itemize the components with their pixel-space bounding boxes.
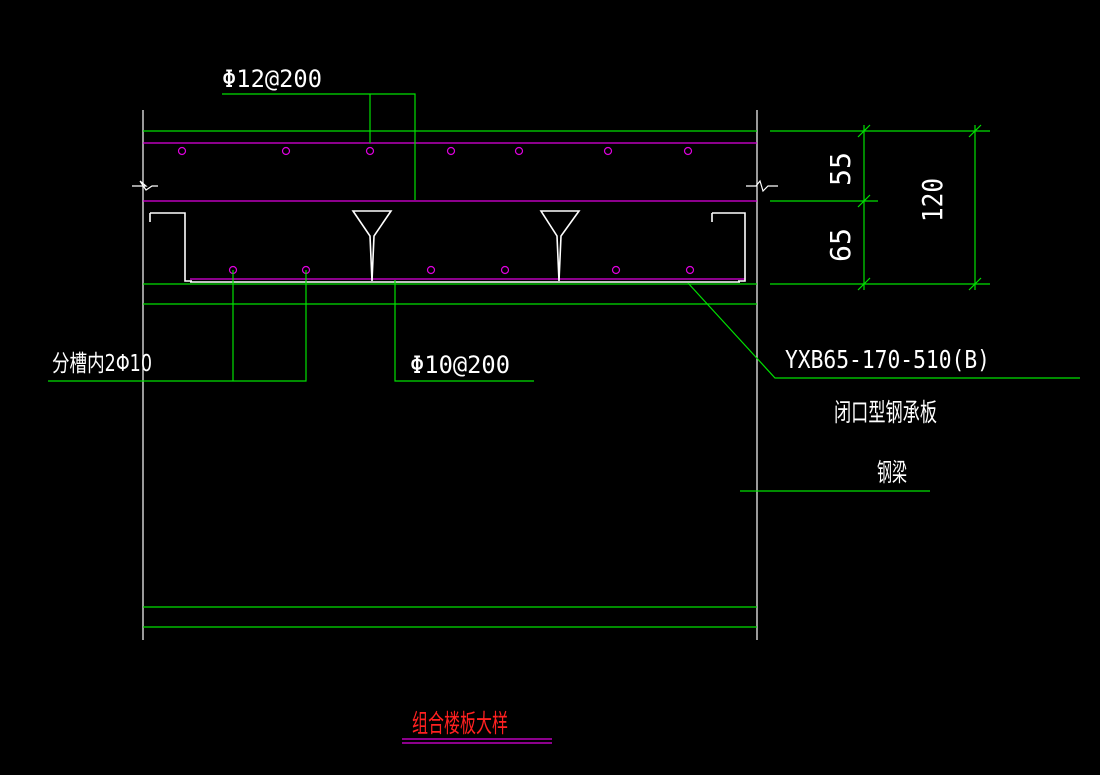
- rebar-dot: [603, 146, 613, 156]
- dim-tick: [857, 124, 871, 138]
- deck-left-end: [150, 212, 192, 282]
- dim-tick: [968, 277, 982, 291]
- dim-tick: [857, 277, 871, 291]
- slab-outline: [132, 110, 778, 640]
- rebar-dot: [683, 146, 693, 156]
- bottom-rebar-dots: [228, 265, 695, 275]
- rebar-dot: [500, 265, 510, 275]
- drawing-title: 组合楼板大样: [412, 709, 508, 738]
- dim-tick: [857, 194, 871, 208]
- left-break-mark: [132, 180, 158, 191]
- deck-rib-1: [351, 210, 393, 282]
- top-rebar-dots: [177, 146, 693, 156]
- groove-rebar-leader: [48, 270, 307, 382]
- rebar-dot: [365, 146, 375, 156]
- rebar-lines: [143, 142, 757, 280]
- rebar-dot: [281, 146, 291, 156]
- dimension-total: 120: [916, 178, 949, 222]
- dimension-upper: 55: [824, 152, 857, 186]
- rebar-dot: [426, 265, 436, 275]
- leader-lines: [48, 93, 1080, 744]
- dimension-lines: [770, 124, 990, 291]
- dim-tick: [968, 124, 982, 138]
- rebar-dot: [685, 265, 695, 275]
- deck-right-end: [712, 212, 746, 282]
- rebar-dot: [611, 265, 621, 275]
- rebar-dot: [514, 146, 524, 156]
- slab-layer-lines: [143, 130, 757, 628]
- right-break-mark: [746, 179, 778, 193]
- deck-rib-2: [539, 210, 581, 282]
- top-rebar-label: Φ12@200: [222, 65, 322, 93]
- steel-deck-profile: [149, 210, 746, 283]
- groove-rebar-label: 分槽内2Φ10: [52, 351, 152, 377]
- deck-type-label: 闭口型钢承板: [834, 398, 937, 427]
- deck-leader: [687, 282, 1080, 379]
- bottom-rebar-label: Φ10@200: [410, 351, 510, 379]
- dimension-lower: 65: [824, 228, 857, 262]
- rebar-dot: [177, 146, 187, 156]
- bottom-rebar-leader: [394, 280, 534, 382]
- top-rebar-leader: [222, 93, 416, 200]
- deck-model-label: YXB65-170-510(B): [785, 345, 990, 374]
- beam-label: 钢梁: [877, 458, 907, 487]
- rebar-dot: [446, 146, 456, 156]
